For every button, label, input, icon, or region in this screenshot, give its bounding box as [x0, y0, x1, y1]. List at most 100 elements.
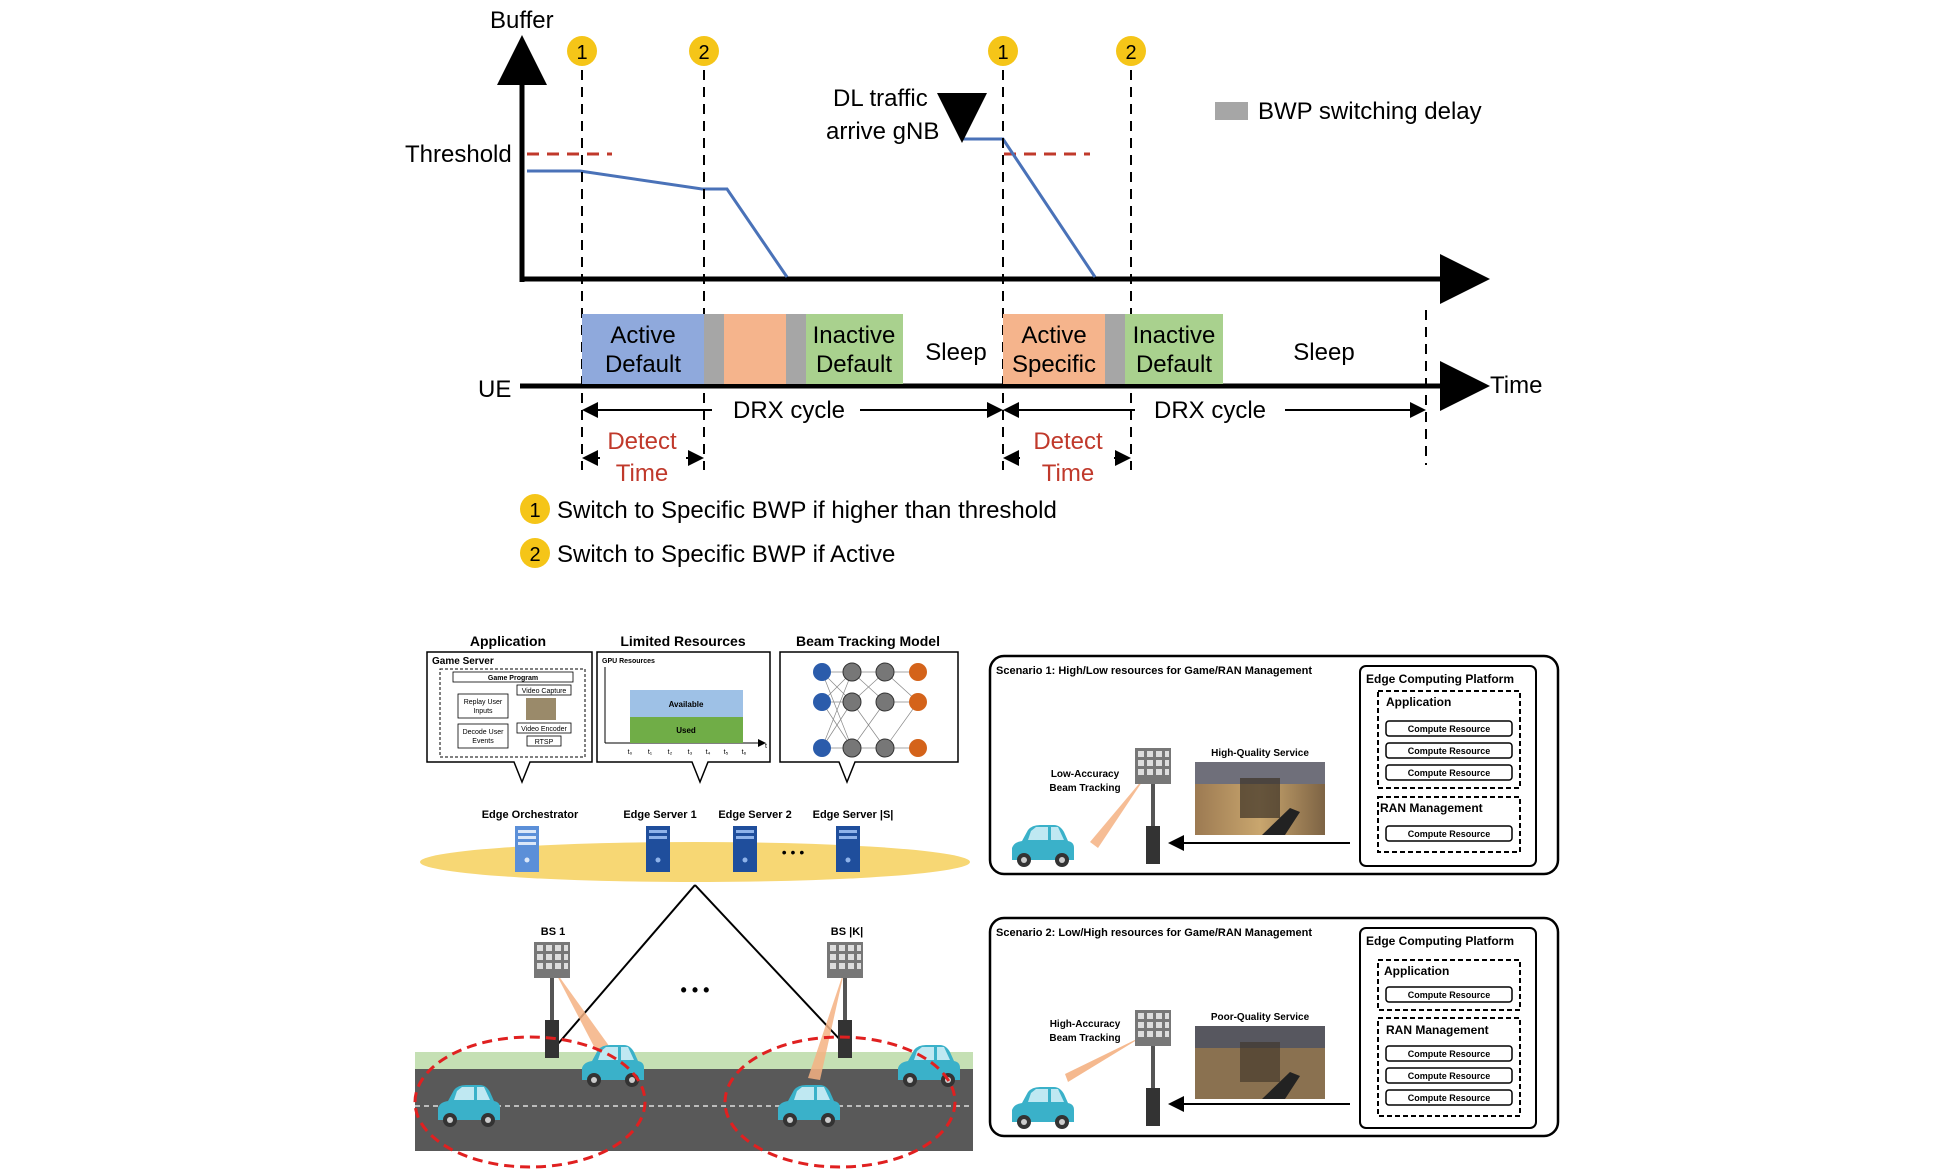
rtsp-label: RTSP — [535, 739, 554, 746]
grass — [415, 1052, 973, 1069]
block-active-specific-l1: Active — [1021, 322, 1086, 349]
svg-text:Compute Resource: Compute Resource — [1408, 1093, 1491, 1103]
svg-text:t₆: t₆ — [742, 749, 747, 756]
beam-bsk — [808, 968, 845, 1080]
block-active-specific-l2: Specific — [1012, 351, 1096, 378]
bs1-label: BS 1 — [541, 926, 565, 938]
svg-text:t₃: t₃ — [688, 749, 693, 756]
server-dots: • • • — [782, 844, 805, 860]
marker-2a: 2 — [689, 36, 719, 66]
scenario-1-title: Scenario 1: High/Low resources for Game/… — [996, 665, 1312, 677]
bs-dots: • • • — [681, 980, 710, 1000]
video-encoder-box — [516, 722, 572, 734]
scenario-1-ran-label: RAN Management — [1380, 801, 1483, 815]
link-bsk — [694, 884, 846, 1046]
note-2: 2 Switch to Specific BWP if Active — [520, 538, 895, 568]
block-inactive-default-2 — [1125, 314, 1223, 384]
scenario-1-app-label: Application — [1386, 695, 1451, 709]
game-server-box — [439, 668, 586, 758]
scenario-1-beam — [1090, 773, 1148, 848]
rtsp-box — [526, 735, 562, 747]
scenario-2-beam — [1065, 1035, 1145, 1082]
scenario-2-ran-label: RAN Management — [1386, 1023, 1489, 1037]
svg-text:Compute Resource: Compute Resource — [1408, 1049, 1491, 1059]
svg-text:t₂: t₂ — [668, 749, 673, 756]
block-active-default-l2: Default — [605, 351, 681, 378]
scenario-1-panel: Scenario 1: High/Low resources for Game/… — [988, 654, 1560, 876]
decode-l1: Decode User — [463, 729, 505, 736]
scenario-2-tracking-l1: High-Accuracy — [1050, 1019, 1121, 1030]
marker-2b: 2 — [1116, 36, 1146, 66]
edge-server-n-icon — [836, 826, 860, 872]
detect-time-1-l1: Detect — [607, 428, 677, 455]
video-capture-label: Video Capture — [522, 688, 567, 695]
game-thumbnail — [526, 698, 556, 720]
dl-traffic-label-1: DL traffic — [833, 85, 928, 112]
bsk-label: BS |K| — [831, 926, 863, 938]
block-active-specific — [1003, 314, 1105, 384]
replay-l1: Replay User — [464, 699, 503, 706]
game-program-box — [452, 671, 574, 683]
block-inactive-default-2-l2: Default — [1136, 351, 1212, 378]
buffer-curve-1 — [527, 169, 789, 278]
link-bs1 — [556, 884, 696, 1046]
edge-plane — [420, 842, 970, 882]
gpu-used — [630, 717, 743, 743]
decode-l2: Events — [472, 738, 494, 745]
scenario-2-game-screenshot — [1195, 1026, 1325, 1099]
block-inactive-default-1-l1: Inactive — [813, 322, 896, 349]
scenario-2-app-resources: Compute Resource — [1385, 986, 1513, 1003]
note-2-text: Switch to Specific BWP if Active — [557, 541, 895, 568]
scenario-2-tracking-l2: Beam Tracking — [1049, 1033, 1120, 1044]
gpu-available-label: Available — [669, 700, 704, 709]
marker-1a: 1 — [567, 36, 597, 66]
svg-text:t₄: t₄ — [706, 749, 711, 756]
edge-server-2-icon — [733, 826, 757, 872]
svg-text:Compute Resource: Compute Resource — [1408, 768, 1491, 778]
svg-text:2: 2 — [698, 42, 709, 64]
panel-resources-title: Limited Resources — [620, 633, 745, 649]
svg-text:t: t — [765, 743, 767, 750]
video-encoder-label: Video Encoder — [521, 726, 567, 733]
drx-cycle-label-2: DRX cycle — [1154, 397, 1266, 424]
gpu-available — [630, 690, 743, 717]
edge-server-2-label: Edge Server 2 — [718, 809, 791, 821]
edge-server-1-label: Edge Server 1 — [623, 809, 696, 821]
threshold-label: Threshold — [405, 141, 512, 168]
gpu-label: GPU Resources — [602, 658, 655, 665]
detect-time-2-l2: Time — [1042, 460, 1094, 487]
panel-application-title: Application — [470, 633, 546, 649]
svg-text:Compute Resource: Compute Resource — [1408, 746, 1491, 756]
scenario-1-app-resources: Compute Resource Compute Resource Comput… — [1385, 720, 1513, 781]
scenario-1-tracking-l1: Low-Accuracy — [1051, 769, 1120, 780]
svg-text:1: 1 — [576, 42, 587, 64]
block-inactive-default-1 — [806, 314, 903, 384]
scenario-2-service: Poor-Quality Service — [1211, 1012, 1310, 1023]
scenario-2-ran-resources: Compute Resource Compute Resource Comput… — [1385, 1045, 1513, 1106]
ue-label: UE — [478, 376, 511, 403]
detect-time-2-l1: Detect — [1033, 428, 1103, 455]
video-capture-box — [516, 684, 572, 696]
edge-orchestrator-icon — [515, 826, 539, 872]
scenario-1-ran-resources: Compute Resource — [1385, 825, 1513, 842]
buffer-curve-2 — [962, 137, 1097, 278]
time-label: Time — [1490, 372, 1542, 399]
svg-text:2: 2 — [529, 544, 540, 566]
scenario-1-game-screenshot — [1195, 762, 1325, 835]
svg-text:Compute Resource: Compute Resource — [1408, 1071, 1491, 1081]
legend-delay-label: BWP switching delay — [1258, 98, 1482, 125]
edge-server-n-label: Edge Server |S| — [813, 809, 894, 821]
buffer-timing-diagram: Buffer Threshold DL traffic arrive gNB B… — [405, 7, 1542, 568]
note-1: 1 Switch to Specific BWP if higher than … — [520, 494, 1057, 524]
coverage-bsk — [723, 1035, 957, 1169]
block-inactive-default-1-l2: Default — [816, 351, 892, 378]
game-program-label: Game Program — [488, 675, 538, 682]
beam-bs1 — [553, 968, 612, 1058]
svg-text:Compute Resource: Compute Resource — [1408, 990, 1491, 1000]
nn-nodes — [813, 662, 927, 758]
decode-box — [457, 723, 509, 749]
drx-cycle-label-1: DRX cycle — [733, 397, 845, 424]
edge-server-1-icon — [646, 826, 670, 872]
panel-beam-title: Beam Tracking Model — [796, 633, 940, 649]
edge-orchestrator-label: Edge Orchestrator — [482, 809, 579, 821]
